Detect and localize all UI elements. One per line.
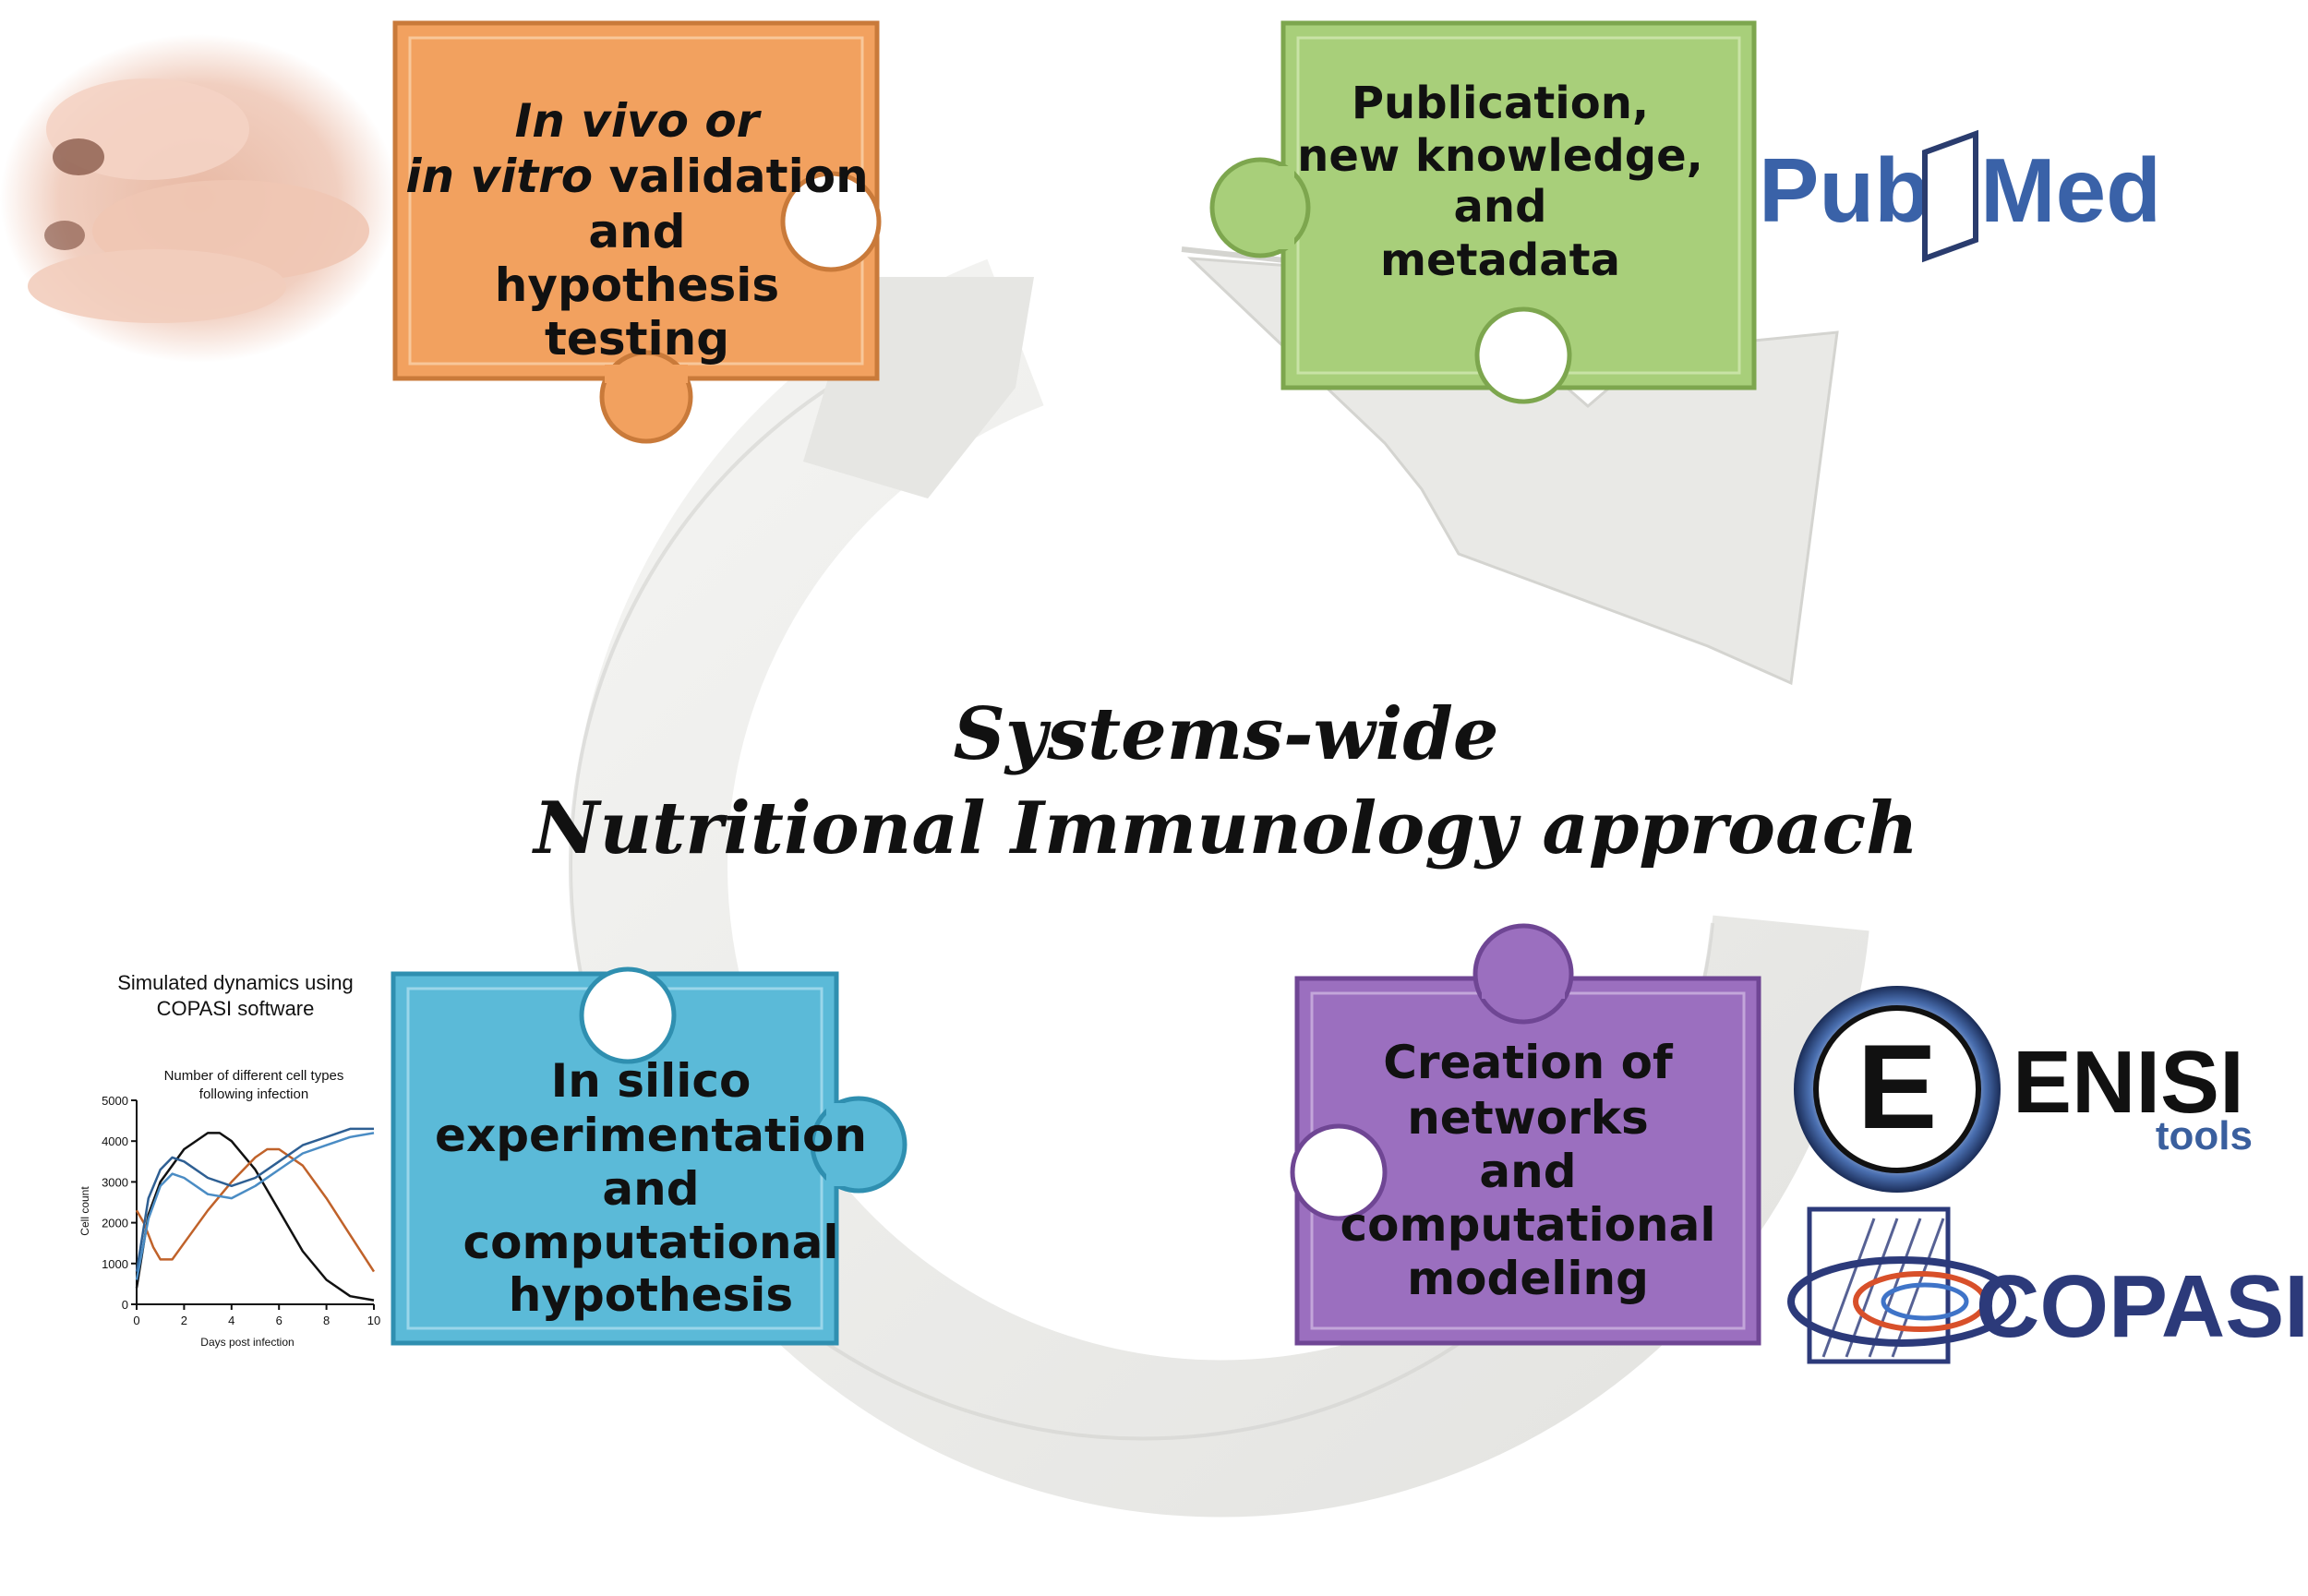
copasi-logo: COPASI [1787,1206,2308,1364]
mini-y-tick-label: 1000 [102,1257,128,1271]
mini-x-tick-label: 6 [276,1314,282,1327]
mini-x-tick-label: 10 [367,1314,380,1327]
enisi-letter: E [1857,1019,1938,1154]
insilico-line4: computational [463,1216,839,1269]
mini-x-tick-label: 8 [323,1314,330,1327]
networks-line4: computational [1340,1198,1716,1252]
validation-line2-rest: validation [593,150,869,203]
pubmed-pub: Pub [1759,139,1929,241]
mini-y-tick-label: 2000 [102,1217,128,1230]
insilico-line1: In silico [551,1054,751,1108]
enisi-text: ENISI [2013,1033,2244,1132]
mini-series-line-3 [135,1127,374,1272]
insilico-line2: experimentation [435,1109,867,1162]
mini-y-tick-label: 3000 [102,1175,128,1189]
mini-chart-title-line1: Number of different cell types [164,1068,344,1084]
mini-x-tick-label: 0 [133,1314,139,1327]
validation-line4: hypothesis [495,258,779,312]
piece-publication: Publication, new knowledge, and metadata [1209,20,1757,404]
mini-chart-xlabel: Days post infection [200,1336,294,1349]
center-title-line2: Nutritional Immunology approach [531,786,1918,870]
mini-plot: 0 1000 2000 3000 4000 5000 0 2 4 6 8 10 [102,1094,380,1327]
insilico-line5: hypothesis [509,1268,793,1322]
pig-photo [0,34,397,363]
insilico-line3: and [602,1162,699,1216]
mini-chart: Simulated dynamics using COPASI software… [78,971,380,1349]
validation-line2-italic: in vitro [405,150,593,203]
enisi-logo: E ENISI tools [1794,986,2253,1193]
publication-line1: Publication, [1352,78,1649,129]
mini-x-tick-label: 4 [228,1314,234,1327]
mini-y-tick-label: 4000 [102,1134,128,1148]
validation-line3: and [588,205,685,258]
mini-series-line-4 [135,1132,375,1280]
center-title: Systems-wide Nutritional Immunology appr… [531,692,1918,870]
mini-chart-ylabel: Cell count [78,1186,91,1236]
publication-line3: and [1454,181,1547,233]
validation-line2: in vitro validation [405,150,868,203]
validation-line1: In vivo or [515,94,763,148]
mini-series-line-2 [135,1147,376,1273]
pubmed-logo: Pub Med [1759,129,2161,263]
mini-series-line-1 [135,1132,375,1302]
center-title-line1: Systems-wide [954,692,1499,776]
validation-line5: testing [545,312,729,366]
mini-y-tick-label: 5000 [102,1094,128,1108]
networks-line3: and [1479,1145,1576,1198]
mini-chart-title-line2: following infection [199,1086,308,1102]
mini-caption-line2: COPASI software [157,997,315,1020]
mini-caption-line1: Simulated dynamics using [117,971,354,994]
copasi-text: COPASI [1976,1257,2308,1356]
mini-x-tick-label: 2 [181,1314,187,1327]
networks-line5: modeling [1407,1252,1649,1305]
networks-line1: Creation of [1383,1036,1674,1089]
book-icon [1922,129,1978,263]
enisi-tools: tools [2156,1113,2253,1158]
publication-line2: new knowledge, [1297,130,1703,182]
networks-line2: networks [1407,1091,1649,1145]
piece-insilico: In silico experimentation and computatio… [391,966,908,1346]
piece-networks: Creation of networks and computational m… [1290,923,1761,1346]
piece-validation: In vivo or in vitro validation and hypot… [392,20,882,444]
mini-y-tick-label: 0 [122,1298,128,1312]
pubmed-med: Med [1980,139,2161,241]
publication-line4: metadata [1380,234,1620,286]
